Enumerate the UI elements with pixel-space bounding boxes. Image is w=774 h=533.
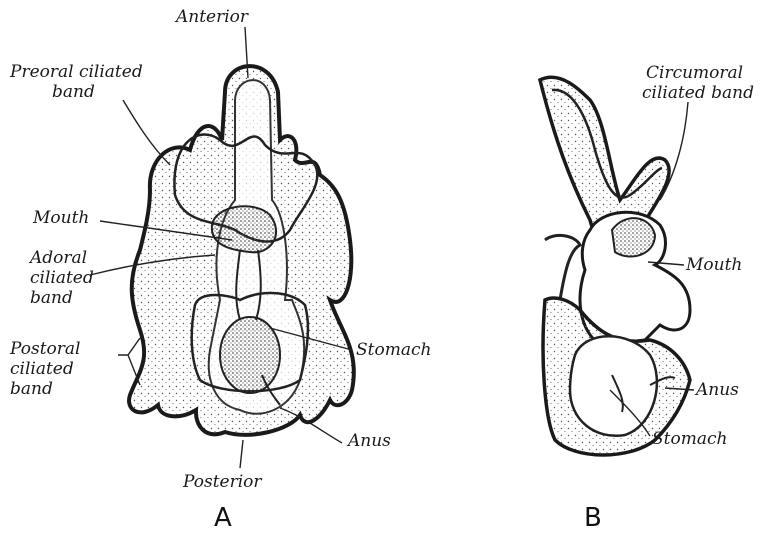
label-postoral-line2: ciliated [10,359,74,379]
larva-b-drawing [540,77,690,455]
mouth-b [612,218,655,256]
label-adoral-line3: band [30,288,73,308]
label-preoral-line2: band [52,82,95,102]
label-anus-a: Anus [346,431,391,451]
label-postoral-line3: band [10,379,53,399]
larva-b-left-arm [545,235,580,300]
stomach-b [570,336,657,436]
label-preoral-line1: Preoral ciliated [9,62,143,82]
label-anus-b: Anus [694,380,739,400]
label-adoral-line1: Adoral [28,248,87,268]
label-posterior: Posterior [182,472,262,492]
label-anterior: Anterior [174,7,249,27]
panel-letter-a: A [214,503,232,528]
panel-letter-b: B [584,503,602,528]
label-stomach-a: Stomach [356,340,431,360]
label-stomach-b: Stomach [652,429,727,449]
mouth-a [212,206,276,252]
larva-a-drawing [129,66,354,435]
label-mouth-a: Mouth [32,208,89,228]
label-adoral-line2: ciliated [30,268,94,288]
label-circumoral-line2: ciliated band [642,83,754,103]
label-mouth-b: Mouth [685,255,742,275]
label-postoral-line1: Postoral [9,339,80,359]
label-circumoral-line1: Circumoral [646,63,743,83]
